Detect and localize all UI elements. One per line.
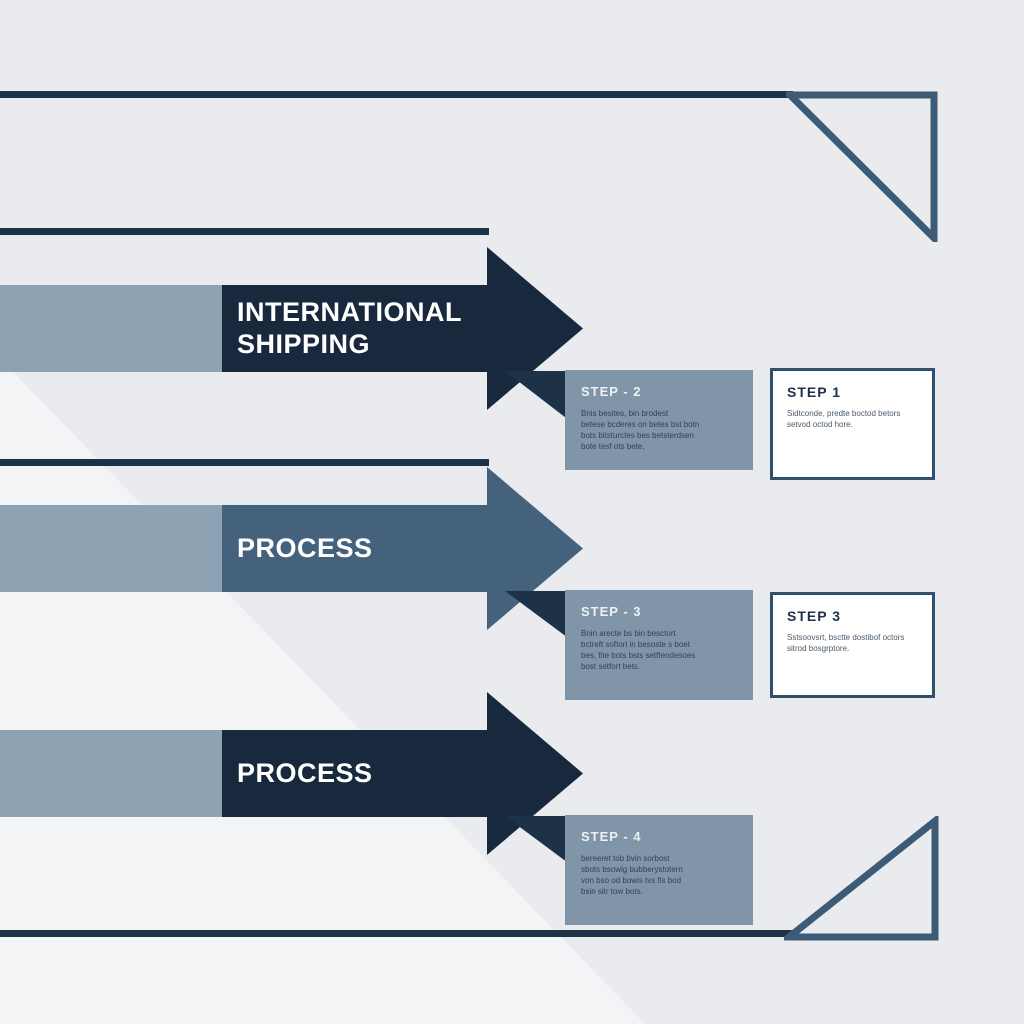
side-card-step-3-title: STEP 3 xyxy=(787,608,841,624)
side-card-step-3: STEP 3 Sstsoovsrt, bsctte dostibof octor… xyxy=(770,592,935,698)
callout-step-4-title: STEP - 4 xyxy=(581,829,642,844)
arrow1-body: INTERNATIONAL SHIPPING xyxy=(222,285,487,372)
callout-step-4-line: bereeret tob bvin sorbost xyxy=(581,854,670,863)
callout-step-2-line: bote tesf ots bete, xyxy=(581,442,645,451)
callout-step-4-line: bsin sitr tow bots. xyxy=(581,887,643,896)
side-card-step-3-line: sitrod bosgrptore. xyxy=(787,644,850,653)
callout-step-2-line: Bnis besites, bin brodest xyxy=(581,409,669,418)
frame-line-second xyxy=(0,228,489,235)
callout-step-3-line: bctreft softori in besoste s boet xyxy=(581,640,690,649)
callout-step-2-title: STEP - 2 xyxy=(581,384,642,399)
callout-step-4: STEP - 4 bereeret tob bvin sorbost sbots… xyxy=(565,815,753,925)
corner-triangle-bottom-right xyxy=(784,816,939,941)
side-card-step-1: STEP 1 Sidtconde, predte boctod betors s… xyxy=(770,368,935,480)
arrow3-label: PROCESS xyxy=(237,757,373,788)
arrow2-body: PROCESS xyxy=(222,505,487,592)
arrow2-tail xyxy=(0,505,222,592)
callout-step-2-line: betese bcderes on betes bst botn xyxy=(581,420,700,429)
arrow3-body: PROCESS xyxy=(222,730,487,817)
callout-step-3-title: STEP - 3 xyxy=(581,604,642,619)
side-card-step-3-line: Sstsoovsrt, bsctte dostibof octors xyxy=(787,633,905,642)
callout-step-3-line: Bnin arecte bs bin besctort xyxy=(581,629,676,638)
callout-step-3-line: bost setfort bets. xyxy=(581,662,641,671)
arrow1-label: INTERNATIONAL SHIPPING xyxy=(237,296,462,359)
frame-line-third xyxy=(0,459,489,466)
callout-step-2: STEP - 2 Bnis besites, bin brodest betes… xyxy=(565,370,753,470)
side-card-step-1-line: setvod octod hore. xyxy=(787,420,853,429)
arrow2-label: PROCESS xyxy=(237,532,373,563)
arrow1-tail xyxy=(0,285,222,372)
frame-line-bottom xyxy=(0,930,798,937)
callout-step-3: STEP - 3 Bnin arecte bs bin besctort bct… xyxy=(565,590,753,700)
side-card-step-1-title: STEP 1 xyxy=(787,384,841,400)
corner-triangle-top-right xyxy=(786,91,938,242)
frame-line-top xyxy=(0,91,793,98)
callout-step-4-line: von bso od bowis tvs fis bod xyxy=(581,876,682,885)
side-card-step-1-line: Sidtconde, predte boctod betors xyxy=(787,409,901,418)
callout-step-3-line: bes, fite bots bsts setfteodesoes xyxy=(581,651,696,660)
callout-step-2-line: bots bitsturctes bes betsterdsen xyxy=(581,431,694,440)
arrow3-tail xyxy=(0,730,222,817)
callout-step-4-line: sbots bsowig bubberystotern xyxy=(581,865,683,874)
